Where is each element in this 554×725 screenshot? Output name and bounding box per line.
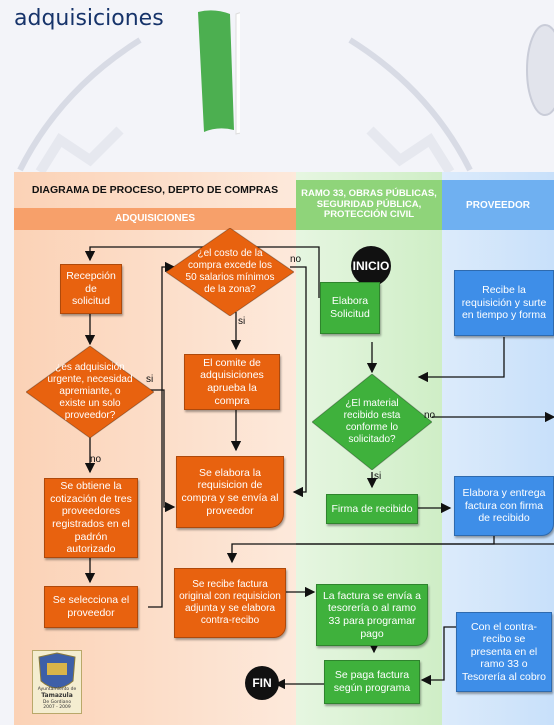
lane-header-proveedor: PROVEEDOR xyxy=(442,180,554,230)
elabora-factura-box: Elabora y entrega factura con firma de r… xyxy=(454,476,554,536)
logo-line1: Ayuntamiento de xyxy=(37,687,77,692)
lane-header-adquisiciones: ADQUISICIONES xyxy=(14,208,296,230)
label-si-material: si xyxy=(374,471,382,482)
factura-original-box: Se recibe factura original con requisici… xyxy=(174,568,286,638)
flag-emblem xyxy=(198,10,240,135)
process-diagram: DIAGRAMA DE PROCESO, DEPTO DE COMPRAS AD… xyxy=(14,172,554,725)
label-no-costo: no xyxy=(290,254,302,265)
paga-factura-box: Se paga factura según programa xyxy=(324,660,420,704)
contra-recibo-box: Con el contra-recibo se presenta en el r… xyxy=(456,612,552,692)
municipality-logo: Ayuntamiento de Tamazula De Gordiano 200… xyxy=(32,650,82,714)
material-decision: ¿El material recibido esta conforme lo s… xyxy=(312,374,432,470)
logo-line3: De Gordiano xyxy=(42,699,72,705)
requisicion-box: Se elabora la requisicion de compra y se… xyxy=(176,456,284,528)
start-node: INICIO xyxy=(351,246,391,286)
cotizacion-box: Se obtiene la cotización de tres proveed… xyxy=(44,478,138,558)
selecciona-proveedor-box: Se selecciona el proveedor xyxy=(44,586,138,628)
lane-header-ramo33: RAMO 33, OBRAS PÚBLICAS, SEGURIDAD PÚBLI… xyxy=(296,180,442,230)
label-si-urgente: si xyxy=(146,374,154,385)
urgente-decision: ¿es adquisición urgente, necesidad aprem… xyxy=(26,346,154,438)
diagram-title: DIAGRAMA DE PROCESO, DEPTO DE COMPRAS xyxy=(31,184,279,196)
label-si-costo: si xyxy=(238,316,246,327)
recibe-requisicion-box: Recibe la requisición y surte en tiempo … xyxy=(454,270,554,336)
shield-icon xyxy=(38,652,76,689)
urgente-decision-text: ¿es adquisición urgente, necesidad aprem… xyxy=(47,362,133,421)
background-wreath-decoration xyxy=(17,24,554,172)
costo-decision-text: ¿el costo de la compra excede los 50 sal… xyxy=(185,248,275,295)
end-node: FIN xyxy=(245,666,279,700)
material-decision-text: ¿El material recibido esta conforme lo s… xyxy=(343,398,401,445)
logo-line2: Tamazula xyxy=(41,692,73,700)
tesoreria-box: La factura se envía a tesorería o al ram… xyxy=(316,584,428,646)
elabora-solicitud-box: Elabora Solicitud xyxy=(320,282,380,334)
page-title: adquisiciones xyxy=(14,6,164,31)
label-no-urgente: no xyxy=(90,454,102,465)
logo-caption: Ayuntamiento de Tamazula De Gordiano 200… xyxy=(33,687,81,710)
logo-line4: 2007 - 2009 xyxy=(43,704,71,710)
comite-box: El comite de adquisiciones aprueba la co… xyxy=(184,354,280,410)
label-no-material: no xyxy=(424,410,436,421)
recepcion-solicitud-box: Recepción de solicitud xyxy=(60,264,122,314)
firma-recibido-box: Firma de recibido xyxy=(326,494,418,524)
costo-decision: ¿el costo de la compra excede los 50 sal… xyxy=(166,228,294,316)
